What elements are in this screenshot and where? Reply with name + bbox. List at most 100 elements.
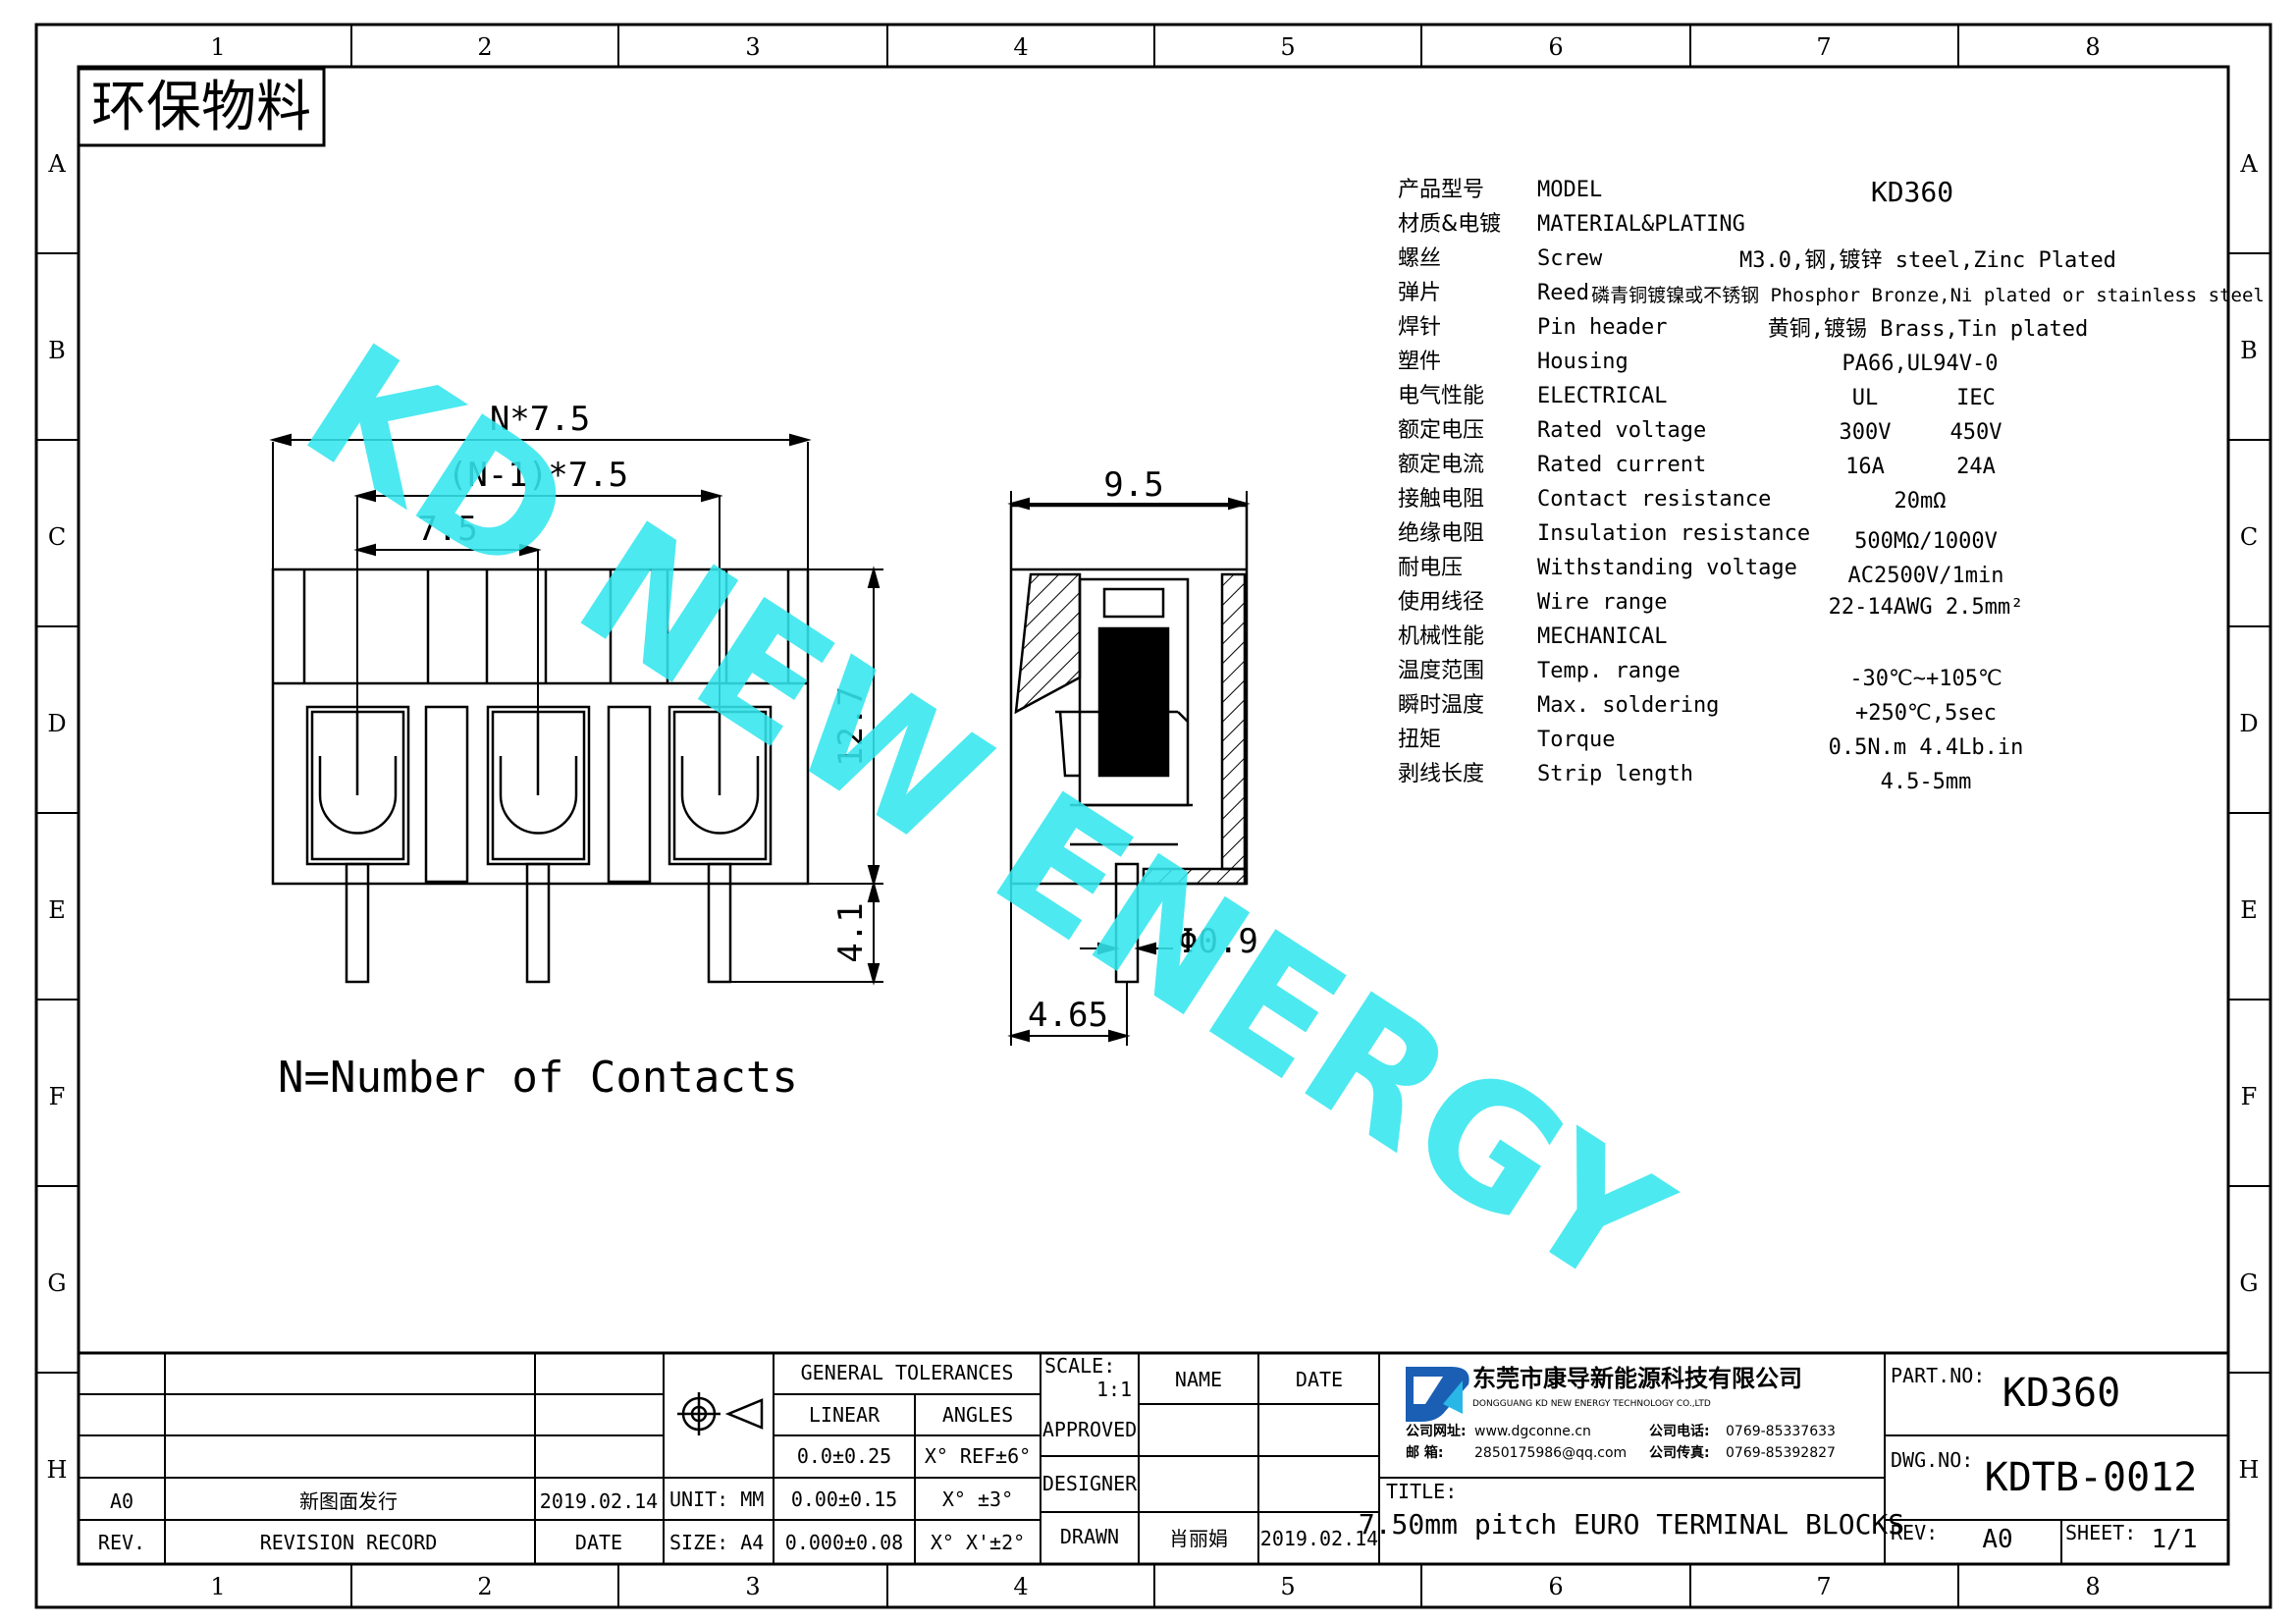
side-view: [1009, 504, 1249, 984]
svg-text:Housing: Housing: [1537, 350, 1629, 374]
spec-row: 机械性能 MECHANICAL: [1398, 624, 1667, 649]
col-label-top: 4: [1013, 33, 1028, 61]
part-no-label: PART.NO:: [1891, 1364, 1985, 1387]
drawing-title: 7.50mm pitch EURO TERMINAL BLOCKS: [1359, 1508, 1904, 1541]
col-label-top: 2: [477, 33, 492, 61]
col-label-bottom: 4: [1013, 1573, 1028, 1600]
svg-text:接触电阻: 接触电阻: [1398, 487, 1484, 512]
row-label-left: H: [47, 1456, 68, 1484]
svg-text:500MΩ/1000V: 500MΩ/1000V: [1854, 529, 1998, 554]
svg-text:24A: 24A: [1956, 455, 1996, 479]
svg-text:Torque: Torque: [1537, 728, 1615, 752]
designer-label: DESIGNER: [1042, 1472, 1138, 1495]
sheet-frame: [34, 23, 2272, 1609]
svg-text:ELECTRICAL: ELECTRICAL: [1537, 384, 1667, 408]
title-block-text: A0 新图面发行 2019.02.14 REV. REVISION RECORD…: [98, 1354, 2198, 1554]
scale-label: SCALE:: [1044, 1354, 1115, 1378]
svg-text:UL: UL: [1852, 386, 1879, 410]
svg-text:温度范围: 温度范围: [1398, 659, 1484, 683]
svg-text:使用线径: 使用线径: [1398, 590, 1484, 615]
row-label-left: G: [47, 1270, 66, 1297]
svg-text:20mΩ: 20mΩ: [1895, 489, 1947, 514]
phone: 0769-85337633: [1726, 1424, 1836, 1439]
svg-text:4.5-5mm: 4.5-5mm: [1881, 770, 1972, 794]
svg-text:AC2500V/1min: AC2500V/1min: [1848, 564, 2004, 588]
dim-n-minus-1: (N-1)*7.5: [448, 456, 628, 495]
svg-text:扭矩: 扭矩: [1398, 728, 1441, 752]
svg-text:KD360: KD360: [1871, 176, 1953, 208]
rev-header: REV.: [98, 1531, 145, 1554]
svg-text:Reed: Reed: [1537, 281, 1589, 305]
svg-text:PA66,UL94V-0: PA66,UL94V-0: [1842, 352, 1999, 376]
general-tolerances: GENERAL TOLERANCES: [801, 1361, 1014, 1384]
svg-text:耐电压: 耐电压: [1398, 556, 1463, 580]
svg-text:IEC: IEC: [1956, 386, 1996, 410]
svg-text:塑件: 塑件: [1398, 350, 1441, 374]
svg-text:Rated voltage: Rated voltage: [1537, 418, 1706, 443]
dim-offset: 4.65: [1028, 996, 1108, 1035]
row-label-right: A: [2239, 150, 2258, 178]
frame-labels: 1 2 3 4 5 6 7 8 1 2 3 4 5 6 7 8 A B C D …: [47, 33, 2260, 1600]
svg-text:Wire range: Wire range: [1537, 590, 1667, 615]
fax-label: 公司传真:: [1649, 1444, 1710, 1461]
svg-text:绝缘电阻: 绝缘电阻: [1398, 521, 1484, 546]
company-name-cn: 东莞市康导新能源科技有限公司: [1472, 1365, 1802, 1392]
revision-record: 新图面发行: [299, 1489, 398, 1513]
eco-badge: 环保物料: [77, 67, 326, 147]
col-label-bottom: 3: [745, 1573, 760, 1600]
front-dim-labels: N*7.5 (N-1)*7.5 7.5 12.7 4.1: [417, 400, 871, 963]
company-info: 东莞市康导新能源科技有限公司 DONGGUANG KD NEW ENERGY T…: [1406, 1365, 1836, 1461]
svg-text:Temp. range: Temp. range: [1537, 659, 1681, 683]
email-label: 邮 箱:: [1406, 1444, 1443, 1461]
svg-text:Strip length: Strip length: [1537, 762, 1693, 786]
scale-value: 1:1: [1096, 1378, 1132, 1401]
size: SIZE: A4: [669, 1531, 764, 1554]
svg-text:额定电压: 额定电压: [1398, 418, 1484, 443]
title-block: [79, 1351, 2228, 1564]
row-label-left: D: [47, 710, 66, 737]
angles-header: ANGLES: [942, 1403, 1013, 1427]
svg-text:M3.0,钢,镀锌 steel,Zinc Plated: M3.0,钢,镀锌 steel,Zinc Plated: [1739, 248, 2116, 273]
drawn-label: DRAWN: [1060, 1525, 1119, 1548]
svg-text:机械性能: 机械性能: [1398, 624, 1484, 649]
row-label-right: F: [2241, 1083, 2258, 1110]
svg-text:Screw: Screw: [1537, 246, 1603, 271]
sheet-label: SHEET:: [2065, 1521, 2136, 1544]
company-name-en: DONGGUANG KD NEW ENERGY TECHNOLOGY CO.,L…: [1472, 1399, 1711, 1409]
svg-text:Insulation resistance: Insulation resistance: [1537, 521, 1810, 546]
row-label-right: H: [2239, 1456, 2260, 1484]
col-label-top: 8: [2085, 33, 2100, 61]
col-label-top: 6: [1548, 33, 1563, 61]
tol-linear: 0.000±0.08: [785, 1531, 903, 1554]
svg-text:MECHANICAL: MECHANICAL: [1537, 624, 1667, 649]
col-label-top: 1: [210, 33, 225, 61]
website: www.dgconne.cn: [1474, 1424, 1591, 1439]
tol-angle: X° X'±2°: [931, 1531, 1025, 1554]
date-label: DATE: [1296, 1368, 1343, 1391]
rev-label: REV:: [1891, 1521, 1938, 1544]
row-label-right: B: [2240, 337, 2258, 364]
sheet-value: 1/1: [2152, 1525, 2198, 1554]
svg-text:MATERIAL&PLATING: MATERIAL&PLATING: [1537, 212, 1745, 237]
contacts-note: N=Number of Contacts: [278, 1053, 798, 1103]
svg-text:+250℃,5sec: +250℃,5sec: [1855, 701, 1997, 726]
date-header: DATE: [575, 1531, 622, 1554]
row-label-left: E: [48, 896, 66, 924]
svg-text:Rated current: Rated current: [1537, 453, 1706, 477]
col-label-bottom: 7: [1816, 1573, 1831, 1600]
title-label: TITLE:: [1386, 1480, 1457, 1503]
watermark: KD NEW ENERGY: [273, 307, 1699, 1327]
svg-text:MODEL: MODEL: [1537, 178, 1602, 202]
col-label-bottom: 2: [477, 1573, 492, 1600]
row-label-right: D: [2239, 710, 2258, 737]
